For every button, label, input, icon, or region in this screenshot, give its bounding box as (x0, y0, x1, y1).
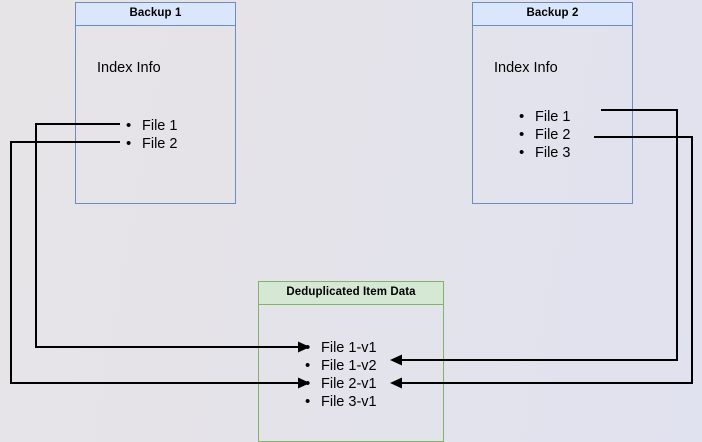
node-backup2-body: Index Info File 1 File 2 File 3 (473, 26, 632, 202)
list-item[interactable]: File 2 (126, 135, 177, 153)
list-item[interactable]: File 3-v1 (305, 393, 377, 411)
node-dedup[interactable]: Deduplicated Item Data File 1-v1 File 1-… (258, 281, 444, 442)
list-item[interactable]: File 2 (519, 126, 570, 144)
node-backup1[interactable]: Backup 1 Index Info File 1 File 2 (75, 2, 236, 204)
node-dedup-file-list: File 1-v1 File 1-v2 File 2-v1 File 3-v1 (305, 339, 377, 411)
node-dedup-title: Deduplicated Item Data (259, 282, 443, 305)
list-item[interactable]: File 2-v1 (305, 375, 377, 393)
node-dedup-body: File 1-v1 File 1-v2 File 2-v1 File 3-v1 (259, 305, 443, 440)
list-item[interactable]: File 1-v2 (305, 357, 377, 375)
node-backup1-body: Index Info File 1 File 2 (76, 26, 235, 202)
node-backup2-file-list: File 1 File 2 File 3 (519, 108, 570, 162)
list-item[interactable]: File 1-v1 (305, 339, 377, 357)
list-item[interactable]: File 1 (126, 117, 177, 135)
node-backup1-file-list: File 1 File 2 (126, 117, 177, 153)
node-backup2[interactable]: Backup 2 Index Info File 1 File 2 File 3 (472, 2, 633, 204)
list-item[interactable]: File 1 (519, 108, 570, 126)
node-backup2-subtitle: Index Info (494, 60, 558, 76)
node-backup1-title: Backup 1 (76, 3, 235, 26)
node-backup2-title: Backup 2 (473, 3, 632, 26)
node-backup1-subtitle: Index Info (97, 60, 161, 76)
list-item[interactable]: File 3 (519, 144, 570, 162)
